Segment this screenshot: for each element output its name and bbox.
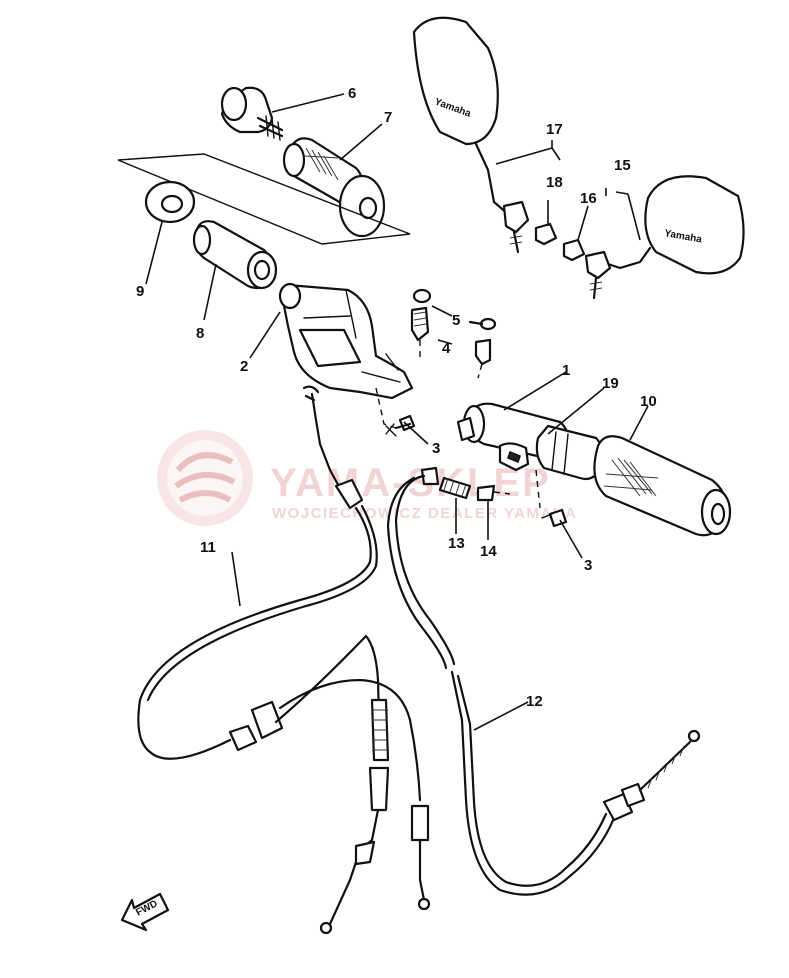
part-5-screw: [412, 288, 497, 331]
callout-1: 1: [562, 362, 570, 379]
callout-4: 4: [442, 340, 451, 357]
fwd-arrow-icon: FWD: [120, 892, 170, 932]
callout-10: 10: [640, 393, 657, 410]
callout-5: 5: [452, 312, 460, 329]
part-17-left-mirror: Yamaha: [412, 16, 530, 254]
callout-11: 11: [200, 539, 216, 556]
callout-3-upper: 3: [432, 440, 440, 457]
part-16-nut: [562, 238, 586, 262]
part-18-nut: [534, 222, 558, 246]
watermark: YAMA-SKLEP WOJCIECHOWICZ DEALER YAMAHA: [157, 430, 578, 526]
leader-lines: [145, 93, 649, 731]
callout-17: 17: [546, 121, 563, 138]
part-3-screw-a: [385, 414, 416, 437]
callout-13: 13: [448, 535, 465, 552]
part-8-throttle-sleeve: [192, 220, 278, 290]
part-2-throttle-housing: [278, 282, 414, 429]
watermark-subtitle: WOJCIECHOWICZ DEALER YAMAHA: [272, 505, 578, 522]
callout-7: 7: [384, 109, 392, 126]
callout-numbers: 1 2 3 3 4 5 6 7 8 9 10 11 12 13 14 15 16…: [136, 85, 657, 710]
grip-group-outline: [117, 153, 411, 245]
callout-8: 8: [196, 325, 204, 342]
callout-18: 18: [546, 174, 563, 191]
callout-19: 19: [602, 375, 619, 392]
callout-16: 16: [580, 190, 597, 207]
part-7-grip: [282, 137, 386, 238]
part-6-grip-end: [220, 86, 284, 141]
callout-12: 12: [526, 693, 543, 710]
part-14-locknut: [476, 484, 511, 502]
part-15-right-mirror: Yamaha: [584, 175, 745, 300]
watermark-logo-icon: [157, 430, 253, 526]
part-10-right-grip: [593, 435, 732, 537]
part-12-cable: [386, 466, 701, 896]
part-9-washer: [144, 180, 196, 224]
callout-15: 15: [614, 157, 631, 174]
callout-2: 2: [240, 358, 248, 375]
part-11-throttle-cable: [137, 385, 431, 935]
callout-14: 14: [480, 543, 497, 560]
callout-9: 9: [136, 283, 144, 300]
part-13-adjuster: [438, 476, 472, 500]
callout-6: 6: [348, 85, 356, 102]
callout-3-lower: 3: [584, 557, 592, 574]
part-19-grip-collar: [535, 424, 604, 481]
part-4-screw: [410, 306, 492, 379]
